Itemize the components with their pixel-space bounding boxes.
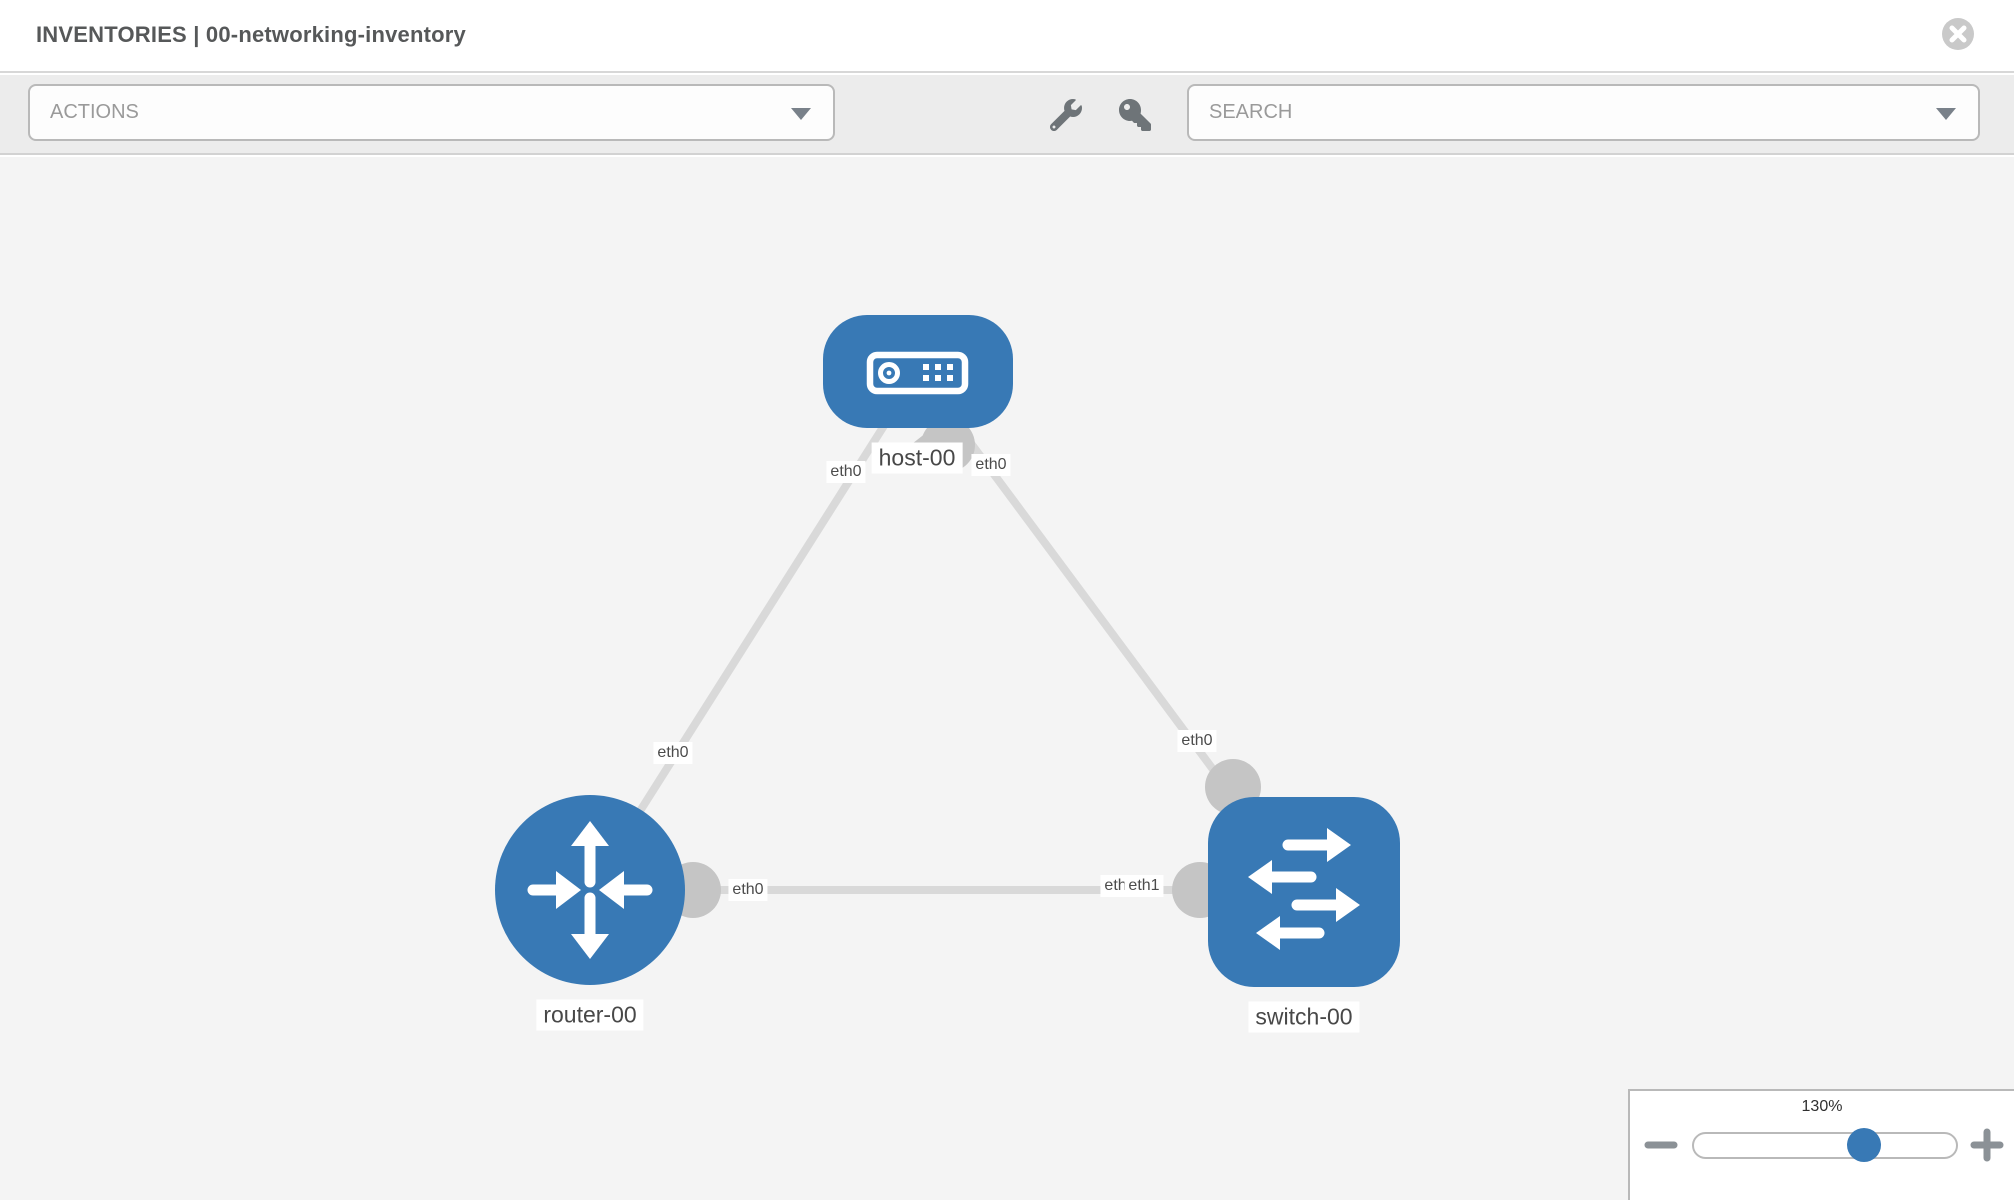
zoom-slider-track[interactable] <box>1692 1132 1958 1159</box>
page-title: INVENTORIES | 00-networking-inventory <box>36 22 466 47</box>
interface-label: eth0 <box>653 742 693 764</box>
wrench-icon <box>1049 99 1082 132</box>
zoom-out-button[interactable] <box>1644 1128 1678 1162</box>
router-icon <box>527 821 653 959</box>
actions-dropdown[interactable]: ACTIONS <box>28 84 835 141</box>
close-icon <box>1949 25 1967 43</box>
node-label-switch: switch-00 <box>1248 1001 1360 1033</box>
node-host-00[interactable] <box>823 315 1013 428</box>
topology-canvas[interactable]: eth0 eth0 eth0 eth0 eth0 eth1 eth0 host-… <box>0 157 2014 1200</box>
zoom-level-value: 130% <box>1801 1098 1843 1115</box>
interface-label: eth0 <box>826 461 866 483</box>
search-dropdown[interactable]: SEARCH <box>1187 84 1980 141</box>
chevron-down-icon <box>1936 107 1956 120</box>
interface-label: eth0 <box>728 879 768 901</box>
minus-icon <box>1644 1141 1678 1149</box>
interface-label: eth0 <box>971 454 1011 476</box>
credentials-button[interactable] <box>1119 99 1151 131</box>
toolbar: ACTIONS SEARCH <box>0 75 2014 155</box>
node-switch-00[interactable] <box>1208 797 1400 987</box>
node-label-host: host-00 <box>871 442 963 474</box>
host-icon <box>866 351 969 395</box>
close-button[interactable] <box>1942 18 1974 50</box>
link-endpoints <box>665 418 1261 918</box>
search-dropdown-label: SEARCH <box>1209 101 1293 123</box>
node-label-router: router-00 <box>536 999 644 1031</box>
link-host-router <box>586 369 922 893</box>
key-icon <box>1119 99 1151 131</box>
interface-label: eth0 <box>1177 730 1217 752</box>
chevron-down-icon <box>791 107 811 120</box>
zoom-panel: 130% <box>1628 1089 2014 1200</box>
plus-icon <box>1970 1128 2004 1162</box>
zoom-in-button[interactable] <box>1970 1128 2004 1162</box>
topology-graph <box>495 315 1400 987</box>
switch-icon <box>1248 828 1360 950</box>
configure-button[interactable] <box>1049 99 1082 132</box>
interface-label: eth1 <box>1124 875 1164 897</box>
zoom-slider-thumb[interactable] <box>1847 1128 1881 1162</box>
node-router-00[interactable] <box>495 795 685 985</box>
actions-dropdown-label: ACTIONS <box>50 101 139 123</box>
header: INVENTORIES | 00-networking-inventory <box>0 0 2014 73</box>
